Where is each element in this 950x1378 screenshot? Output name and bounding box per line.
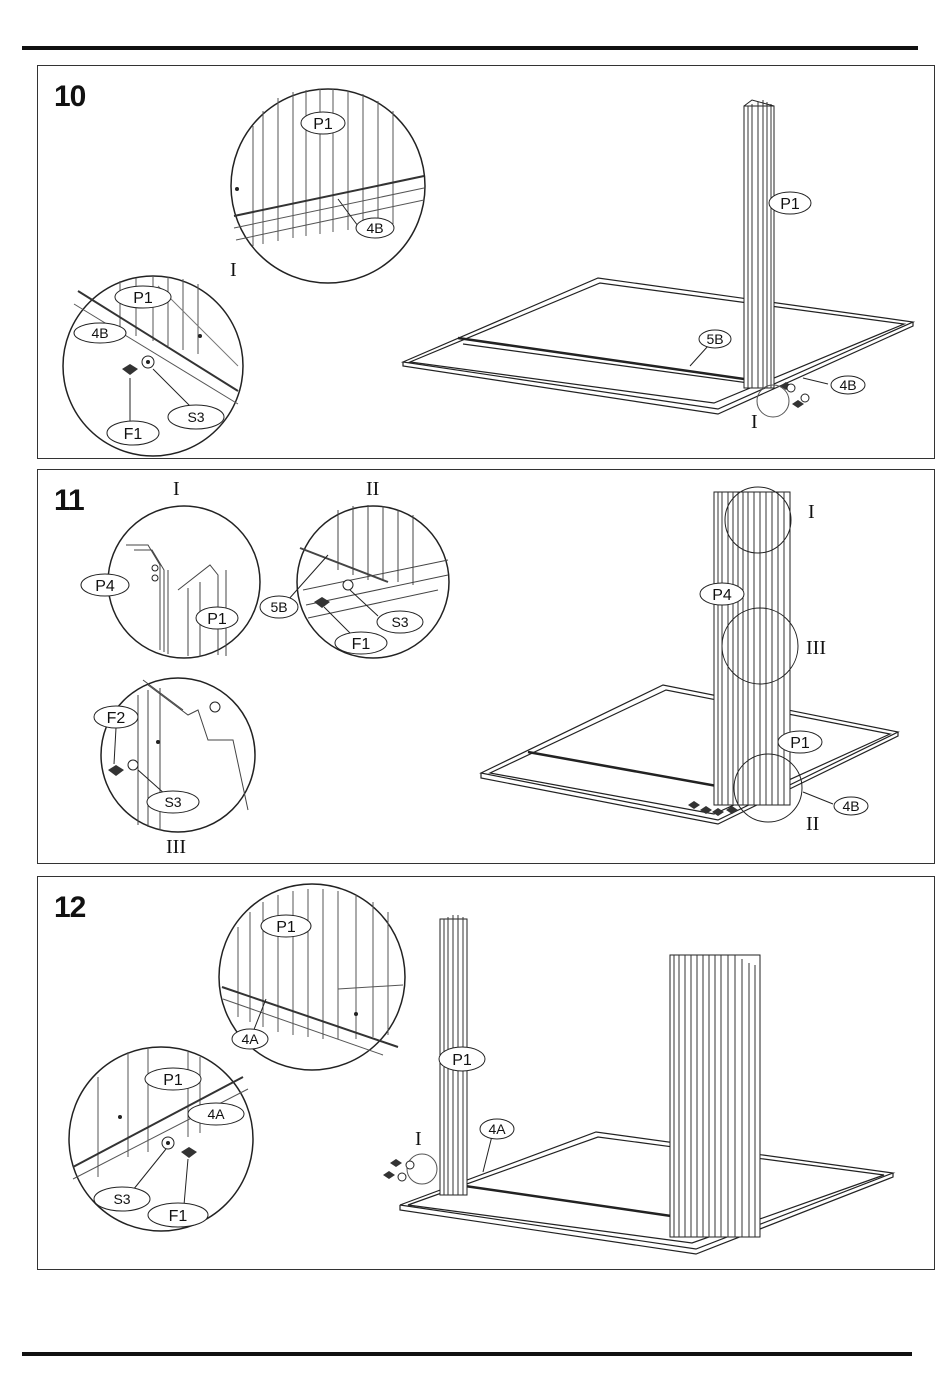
svg-text:P1: P1 [780, 196, 800, 213]
svg-text:4A: 4A [207, 1106, 225, 1122]
roman-label-ii-main: II [806, 813, 819, 835]
fasteners-main [757, 382, 809, 417]
svg-text:P1: P1 [133, 290, 153, 307]
svg-text:4A: 4A [488, 1121, 506, 1137]
svg-text:P1: P1 [452, 1052, 472, 1069]
callout-p1-detail-top: P1 [301, 112, 345, 134]
callout-p4-detail: P4 [81, 574, 129, 596]
callout-4b-main: 4B [803, 792, 868, 815]
svg-text:S3: S3 [164, 794, 181, 810]
callout-p4-main: P4 [700, 583, 744, 605]
svg-text:P1: P1 [207, 611, 227, 628]
svg-text:4B: 4B [842, 798, 859, 814]
svg-text:P4: P4 [712, 587, 732, 604]
callout-p1-main: P1 [769, 192, 811, 214]
roman-label-detail: I [230, 259, 237, 281]
svg-text:4B: 4B [366, 220, 383, 236]
roman-label-iii-main: III [806, 637, 826, 659]
svg-text:4B: 4B [91, 325, 108, 341]
bottom-rule [22, 1352, 912, 1356]
roman-title-ii: II [366, 478, 379, 500]
panel-right-upright [670, 955, 760, 1237]
svg-text:5B: 5B [270, 599, 287, 615]
roman-label-main: I [415, 1128, 422, 1150]
svg-text:S3: S3 [187, 409, 204, 425]
top-rule [22, 46, 918, 50]
step-12-panel: 12 P1 4A [37, 876, 935, 1270]
svg-text:S3: S3 [113, 1191, 130, 1207]
callout-p1-main: P1 [439, 1047, 485, 1071]
fasteners-main [383, 1154, 437, 1184]
svg-text:4B: 4B [839, 377, 856, 393]
svg-text:F2: F2 [107, 710, 126, 727]
svg-text:P1: P1 [163, 1072, 183, 1089]
step-11-diagram: I II P4 P1 [38, 470, 936, 865]
svg-text:4A: 4A [241, 1031, 259, 1047]
roman-title-i: I [173, 478, 180, 500]
callout-4b-main: 4B [803, 376, 865, 394]
svg-text:S3: S3 [391, 614, 408, 630]
svg-text:P1: P1 [276, 919, 296, 936]
step-11-panel: 11 I II P4 P1 [37, 469, 935, 864]
step-10-diagram: P1 4B I P1 [38, 66, 936, 460]
panel-p1-upright [744, 100, 774, 388]
callout-p1-main: P1 [778, 731, 822, 753]
svg-text:P1: P1 [313, 116, 333, 133]
callout-p1-detail-left: P1 [145, 1068, 201, 1090]
callout-p1-detail: P1 [196, 607, 238, 629]
base-frame [403, 278, 913, 414]
step-10-panel: 10 P1 4B I [37, 65, 935, 459]
base-frame [400, 1132, 893, 1254]
callout-p1-detail-top: P1 [261, 915, 311, 937]
svg-text:F1: F1 [124, 426, 143, 443]
callout-4a-detail-left: 4A [188, 1103, 244, 1125]
detail-circle-i [108, 506, 260, 658]
roman-label-main: I [751, 411, 758, 433]
svg-text:P1: P1 [790, 735, 810, 752]
svg-text:F1: F1 [169, 1208, 188, 1225]
roman-label-i-main: I [808, 501, 815, 523]
svg-text:P4: P4 [95, 578, 115, 595]
callout-p1-detail-left: P1 [115, 286, 171, 308]
callout-5b-main: 5B [690, 330, 731, 366]
step-12-diagram: P1 4A P1 4A [38, 877, 936, 1271]
roman-title-iii: III [166, 836, 186, 858]
svg-text:5B: 5B [706, 331, 723, 347]
svg-text:F1: F1 [352, 636, 371, 653]
callout-4b-detail-left: 4B [74, 323, 126, 343]
